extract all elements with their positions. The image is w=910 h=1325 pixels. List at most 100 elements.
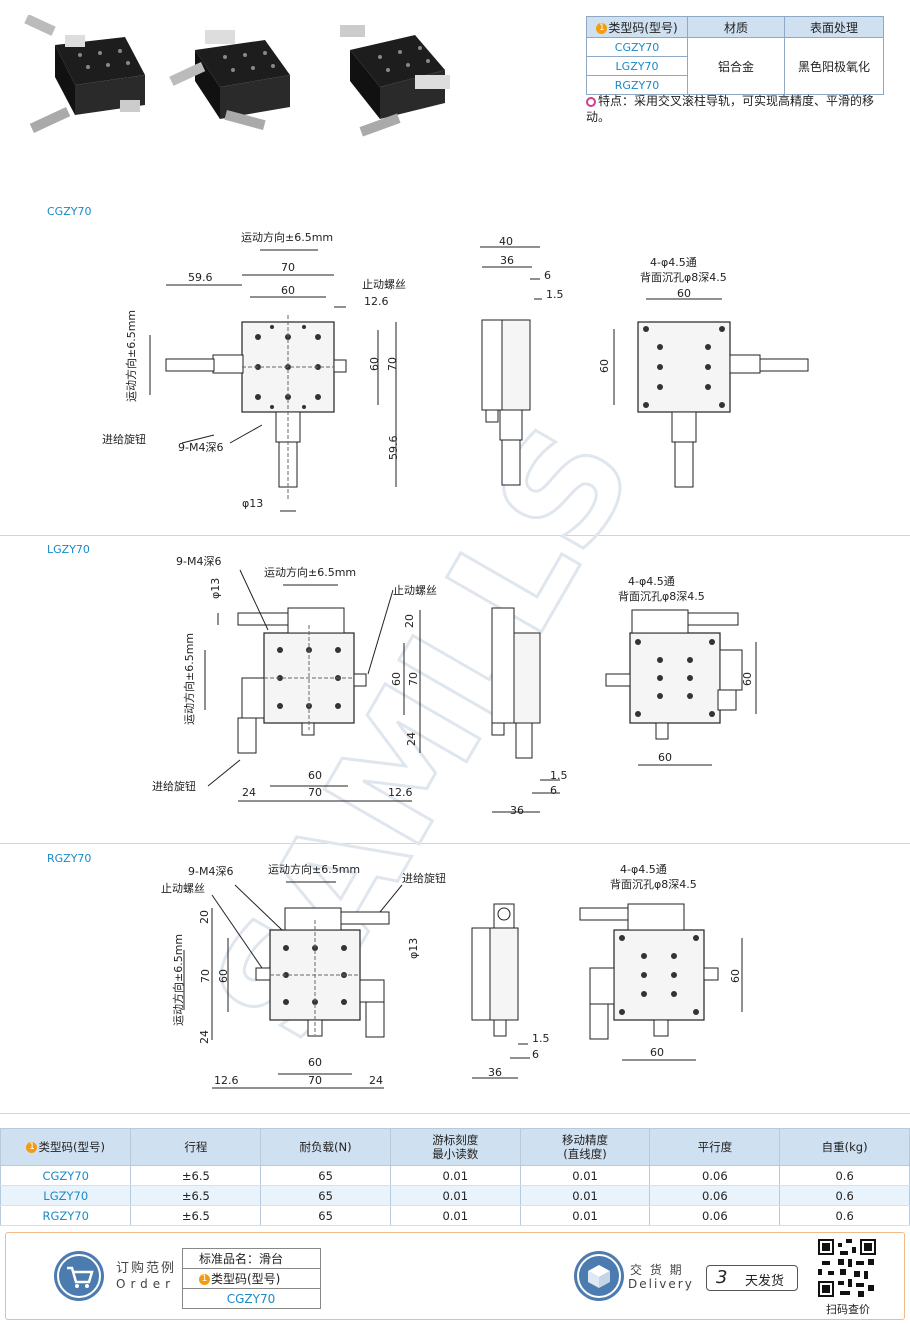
section-divider (0, 535, 910, 536)
lgzy-direction-vertical: 运动方向±6.5mm (182, 633, 196, 725)
delivery-days: 3 (716, 1267, 728, 1288)
cgzy-dim-70: 70 (281, 261, 295, 274)
cgzy-direction-label: 运动方向±6.5mm (241, 230, 333, 244)
cgzy-feed-knob: 进给旋钮 (102, 432, 146, 446)
cgzy-phi13: φ13 (242, 497, 263, 510)
lgzy-phi13: φ13 (209, 578, 222, 599)
rgzy-dim-60v: 60 (217, 969, 230, 983)
lgzy-dim-60: 60 (308, 769, 322, 782)
model-rgzy70: RGZY70 (586, 75, 688, 95)
lgzy-hole1: 4-φ4.5通 (628, 575, 675, 588)
section-label-cgzy: CGZY70 (47, 205, 92, 218)
cgzy-drawing: 运动方向±6.5mm 59.6 70 60 止动螺丝 12.6 60 70 59… (102, 230, 809, 512)
rgzy-hole1: 4-φ4.5通 (620, 863, 667, 876)
cgzy-direction-vertical: 运动方向±6.5mm (124, 310, 138, 402)
rgzy-stop-screw: 止动螺丝 (161, 882, 205, 895)
cgzy-top-dim-60v: 60 (598, 359, 611, 373)
rgzy-dim-60: 60 (308, 1056, 322, 1069)
qr-code-icon (818, 1239, 876, 1297)
delivery-box-icon (574, 1251, 624, 1301)
lgzy-top-dim-60v: 60 (741, 672, 754, 686)
rgzy-hole2: 背面沉孔φ8深4.5 (610, 877, 697, 891)
section-label-lgzy: LGZY70 (47, 543, 90, 556)
spec-header-accuracy: 移动精度 (直线度) (519, 1128, 651, 1166)
lgzy-hole2: 背面沉孔φ8深4.5 (618, 589, 705, 603)
rgzy-direction-vertical: 运动方向±6.5mm (171, 934, 185, 1026)
feature-note: 特点：采用交叉滚柱导轨，可实现高精度、平滑的移动。 (586, 94, 875, 124)
delivery-label: 交 货 期 (630, 1263, 684, 1277)
rgzy-dim-70: 70 (308, 1074, 322, 1087)
product-photos (20, 15, 460, 150)
delivery-days-box: 3 天发货 (706, 1265, 798, 1291)
cgzy-top-dim-60: 60 (677, 287, 691, 300)
cgzy-dim-59-6v: 59.6 (387, 436, 400, 461)
rgzy-top-dim-60v: 60 (729, 969, 742, 983)
spec-header-parallelism: 平行度 (649, 1128, 781, 1166)
delivery-days-label: 天发货 (745, 1274, 785, 1289)
lgzy-dim-12-6: 12.6 (388, 786, 413, 799)
section-divider (0, 1113, 910, 1114)
spec-header-stroke: 行程 (130, 1128, 262, 1166)
lgzy-dim-70v: 70 (407, 672, 420, 686)
model-lgzy70: LGZY70 (586, 56, 688, 76)
lgzy-feed-knob: 进给旋钮 (152, 779, 196, 793)
header-surface: 表面处理 (784, 16, 884, 38)
cgzy-dim-60: 60 (281, 284, 295, 297)
rgzy-dim-20: 20 (198, 910, 211, 924)
lgzy-dim-70: 70 (308, 786, 322, 799)
spec-header-load: 耐负载(N) (260, 1128, 391, 1166)
rgzy-dim-24: 24 (369, 1074, 383, 1087)
rgzy-direction-label: 运动方向±6.5mm (268, 862, 360, 876)
cgzy-dim-12-6: 12.6 (364, 295, 389, 308)
rgzy-phi13: φ13 (407, 938, 420, 959)
cgzy-dim-1-5: 1.5 (546, 288, 564, 301)
lgzy-dim-24v: 24 (405, 732, 418, 746)
lgzy-dim-36: 36 (510, 804, 524, 817)
rgzy-top-dim-60: 60 (650, 1046, 664, 1059)
cgzy-stop-screw: 止动螺丝 (362, 278, 406, 291)
lgzy-dim-6: 6 (550, 784, 557, 797)
example-model: CGZY70 (182, 1288, 321, 1309)
rgzy-dim-70v: 70 (199, 969, 212, 983)
rgzy-dim-36: 36 (488, 1066, 502, 1079)
product-photo-cgzy (24, 15, 145, 133)
cgzy-dim-59-6: 59.6 (188, 271, 213, 284)
product-photo-lgzy (169, 30, 290, 131)
surface-value: 黑色阳极氧化 (784, 37, 884, 95)
lgzy-drawing: 9-M4深6 φ13 运动方向±6.5mm 止动螺丝 20 60 70 24 进… (152, 555, 757, 817)
spec-header-weight: 自重(kg) (779, 1128, 910, 1166)
scan-label: 扫码查价 (826, 1303, 870, 1316)
section-divider (0, 843, 910, 844)
lgzy-direction-label: 运动方向±6.5mm (264, 565, 356, 579)
std-name: 标准品名：滑台 (182, 1248, 321, 1269)
lgzy-stop-screw: 止动螺丝 (393, 584, 437, 597)
material-value: 铝合金 (687, 37, 785, 95)
lgzy-dim-24: 24 (242, 786, 256, 799)
cgzy-tap-label: 9-M4深6 (178, 441, 223, 454)
header-material: 材质 (687, 16, 785, 38)
rgzy-dim-24v: 24 (198, 1030, 211, 1044)
cgzy-dim-40: 40 (499, 235, 513, 248)
section-label-rgzy: RGZY70 (47, 852, 92, 865)
rgzy-feed-knob: 进给旋钮 (402, 871, 446, 885)
lgzy-dim-1-5: 1.5 (550, 769, 568, 782)
lgzy-dim-20: 20 (403, 614, 416, 628)
cart-icon (54, 1251, 104, 1301)
rgzy-tap-label: 9-M4深6 (188, 865, 233, 878)
feature-icon (586, 96, 596, 107)
order-example-en: Order (116, 1277, 176, 1291)
lgzy-dim-60v: 60 (390, 672, 403, 686)
rgzy-dim-1-5: 1.5 (532, 1032, 550, 1045)
cgzy-dim-70v: 70 (386, 357, 399, 371)
cgzy-dim-6: 6 (544, 269, 551, 282)
cgzy-dim-36: 36 (500, 254, 514, 267)
